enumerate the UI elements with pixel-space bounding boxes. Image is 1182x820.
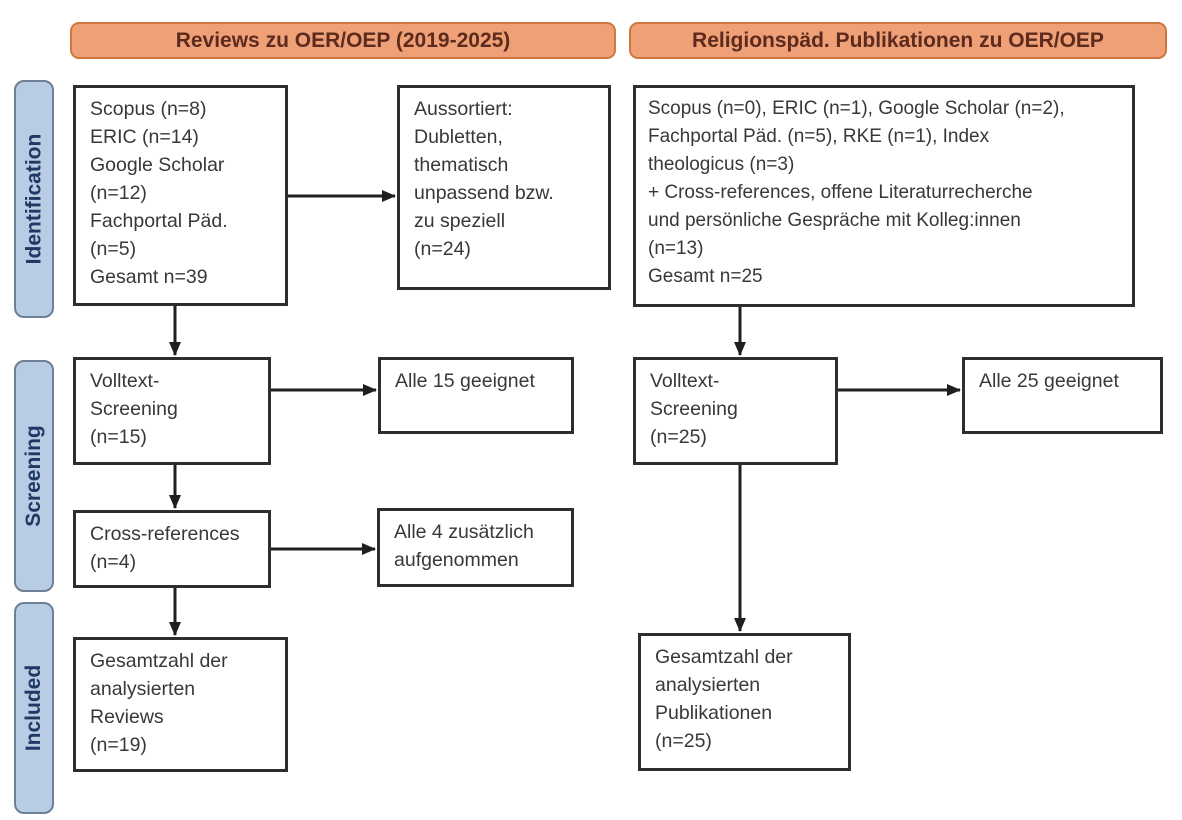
stage-included: Included xyxy=(14,602,54,814)
box-included-right: Gesamtzahl der analysierten Publikatione… xyxy=(638,633,851,771)
stage-screening-label: Screening xyxy=(22,425,46,527)
stage-identification: Identification xyxy=(14,80,54,318)
box-alle-15-geeignet: Alle 15 geeignet xyxy=(378,357,574,434)
column-header-religionspaed: Religionspäd. Publikationen zu OER/OEP xyxy=(629,22,1167,59)
box-alle-4-zusaetzlich: Alle 4 zusätzlich aufgenommen xyxy=(377,508,574,587)
box-identification-right: Scopus (n=0), ERIC (n=1), Google Scholar… xyxy=(633,85,1135,307)
box-aussortiert: Aussortiert: Dubletten, thematisch unpas… xyxy=(397,85,611,290)
column-header-religionspaed-label: Religionspäd. Publikationen zu OER/OEP xyxy=(692,28,1104,52)
box-volltext-screening-left: Volltext- Screening (n=15) xyxy=(73,357,271,465)
stage-screening: Screening xyxy=(14,360,54,592)
box-cross-references: Cross-references (n=4) xyxy=(73,510,271,588)
stage-identification-label: Identification xyxy=(22,133,46,265)
box-volltext-screening-right: Volltext- Screening (n=25) xyxy=(633,357,838,465)
column-header-reviews-label: Reviews zu OER/OEP (2019-2025) xyxy=(175,28,511,52)
box-included-left: Gesamtzahl der analysierten Reviews (n=1… xyxy=(73,637,288,772)
stage-included-label: Included xyxy=(22,664,45,752)
box-identification-left: Scopus (n=8) ERIC (n=14) Google Scholar … xyxy=(73,85,288,306)
box-alle-25-geeignet: Alle 25 geeignet xyxy=(962,357,1163,434)
column-header-reviews: Reviews zu OER/OEP (2019-2025) xyxy=(70,22,616,59)
